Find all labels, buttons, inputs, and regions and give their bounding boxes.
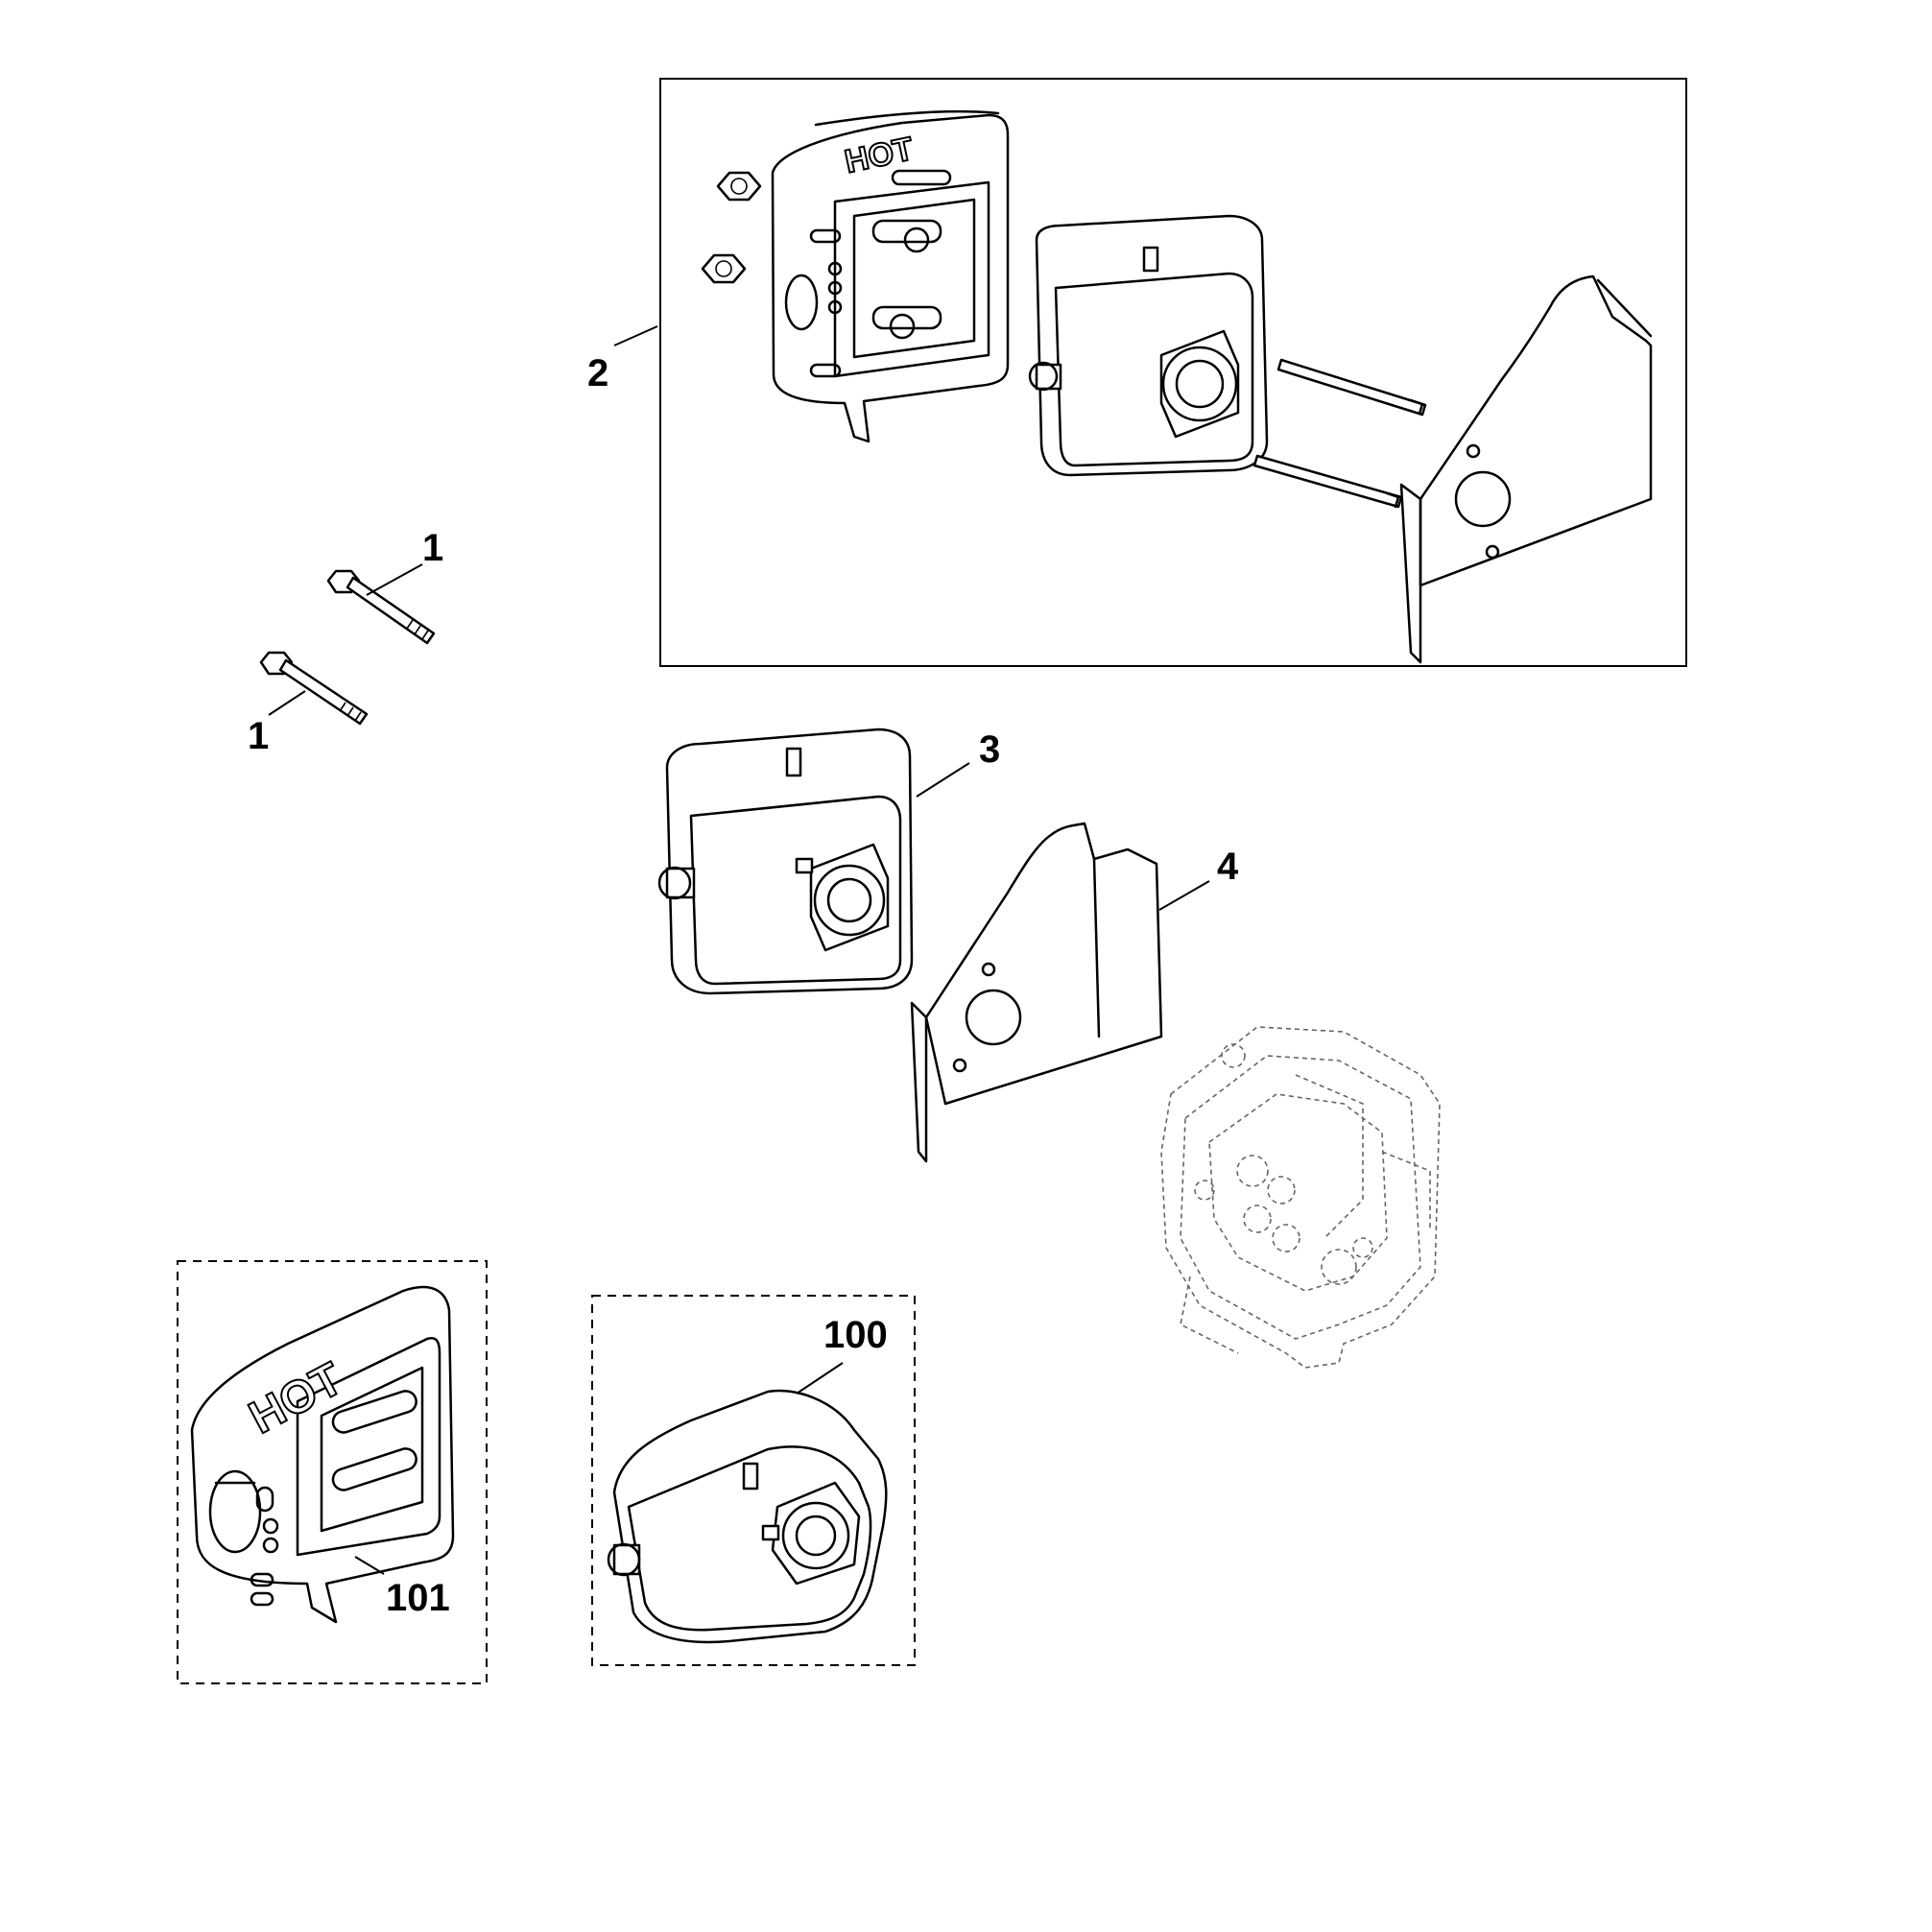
kit-gasket <box>1399 274 1653 664</box>
callout-bolt-upper: 1 <box>422 527 443 569</box>
callout-guard-alt: 101 <box>386 1577 450 1619</box>
guard-part-101: HOT <box>190 1285 455 1624</box>
kit-box-outline <box>659 78 1687 667</box>
engine-reference-outline <box>1160 1026 1441 1369</box>
gasket-part-4 <box>910 822 1163 1163</box>
option-box-muffler <box>591 1295 916 1666</box>
kit-nut-upper <box>716 171 762 202</box>
kit-stud-lower <box>1252 454 1403 509</box>
leader-muffler-3 <box>916 762 970 798</box>
muffler-part-3 <box>657 727 914 995</box>
bolt-upper <box>326 569 436 645</box>
bolt-lower <box>259 651 369 726</box>
leader-guard-101 <box>354 1556 385 1575</box>
callout-muffler-alt: 100 <box>823 1314 888 1356</box>
kit-heat-guard: HOT <box>771 109 1010 443</box>
leader-muffler-100 <box>796 1362 844 1395</box>
kit-muffler <box>1028 214 1269 477</box>
callout-bolt-lower: 1 <box>248 715 269 757</box>
callout-muffler: 3 <box>979 728 1000 771</box>
kit-nut-lower <box>701 253 747 284</box>
leader-bolt-lower <box>268 690 306 716</box>
leader-bolt-upper <box>366 563 423 596</box>
leader-gasket-4 <box>1158 880 1210 911</box>
option-box-guard <box>177 1260 488 1684</box>
kit-stud-upper <box>1276 358 1427 417</box>
leader-kit <box>613 325 658 346</box>
callout-muffler-kit: 2 <box>587 352 608 394</box>
muffler-part-100 <box>607 1389 888 1644</box>
callout-gasket: 4 <box>1217 846 1239 888</box>
